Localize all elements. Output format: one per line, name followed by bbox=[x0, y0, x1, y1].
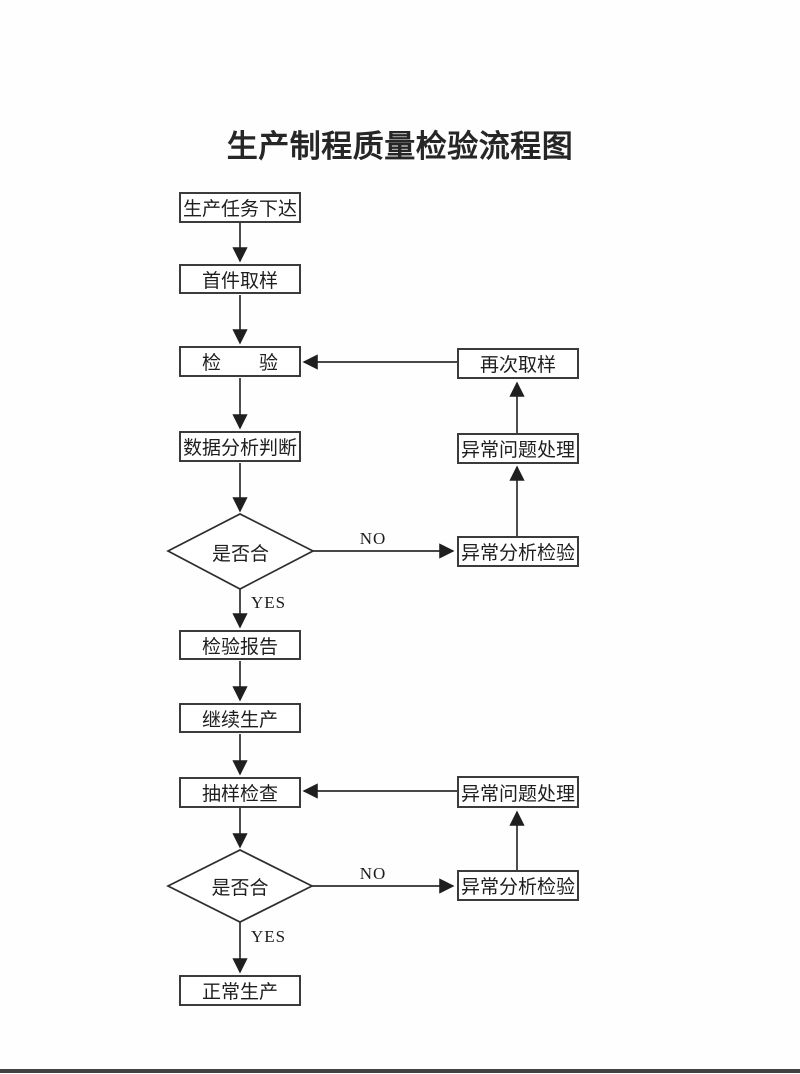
branch-label-yes-1: YES bbox=[251, 593, 287, 612]
node-inspection-report: 检验报告 bbox=[179, 630, 301, 660]
node-sampling-check: 抽样检查 bbox=[179, 777, 301, 808]
node-continue-production: 继续生产 bbox=[179, 703, 301, 733]
node-analysis-inspection-1: 异常分析检验 bbox=[457, 536, 579, 567]
decision1-label: 是否合 bbox=[211, 544, 269, 565]
node-resampling: 再次取样 bbox=[457, 348, 579, 379]
node-production-task: 生产任务下达 bbox=[179, 192, 301, 223]
decision2-diamond bbox=[166, 849, 314, 923]
decision2-label: 是否合 bbox=[211, 878, 269, 899]
branch-label-yes-2: YES bbox=[251, 927, 287, 946]
node-first-piece-sampling: 首件取样 bbox=[179, 264, 301, 294]
node-analysis-inspection-2: 异常分析检验 bbox=[457, 870, 579, 901]
node-inspection: 检 验 bbox=[179, 346, 301, 377]
branch-label-no-1: NO bbox=[359, 529, 387, 548]
bottom-edge-bar bbox=[0, 1069, 800, 1073]
node-issue-handling-2: 异常问题处理 bbox=[457, 776, 579, 808]
page-title: 生产制程质量检验流程图 bbox=[226, 129, 574, 164]
node-data-analysis: 数据分析判断 bbox=[179, 431, 301, 462]
branch-label-no-2: NO bbox=[359, 864, 387, 883]
node-normal-production: 正常生产 bbox=[179, 975, 301, 1006]
node-issue-handling-1: 异常问题处理 bbox=[457, 433, 579, 464]
decision1-diamond bbox=[166, 513, 315, 590]
